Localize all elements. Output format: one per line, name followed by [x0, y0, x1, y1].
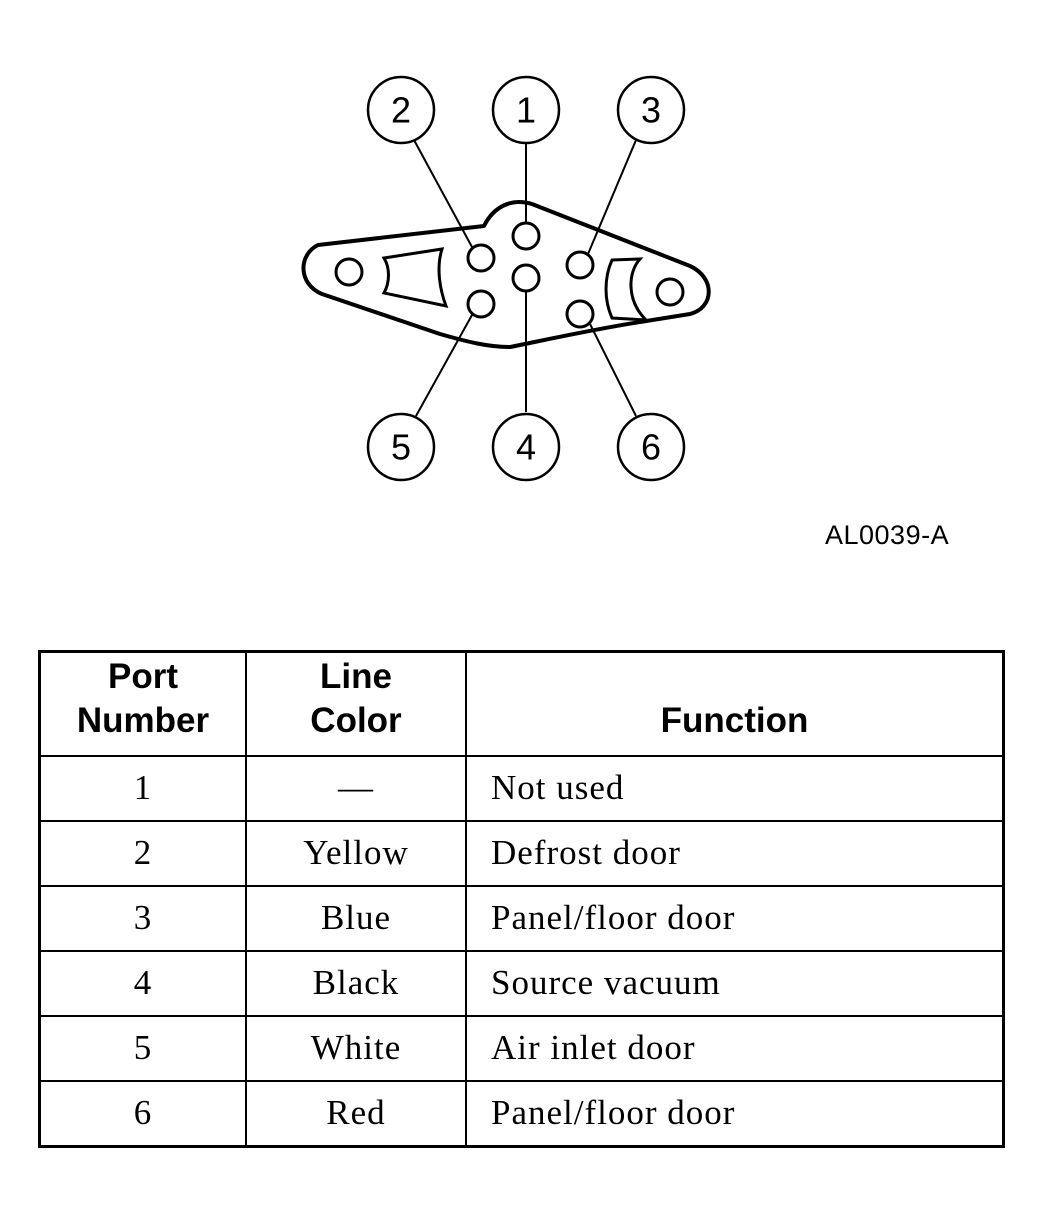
cell-line-color: Blue [245, 884, 467, 952]
cell-line-color: — [245, 754, 467, 822]
leader-line-2 [413, 139, 473, 248]
callout-1-label: 1 [516, 90, 536, 131]
cell-line-color: Yellow [245, 819, 467, 887]
table-row: 6 Red Panel/floor door [38, 1079, 1005, 1147]
table-header-row: Port Number Line Color Function [38, 650, 1005, 757]
header-function: Function [465, 650, 1005, 757]
cell-function: Panel/floor door [465, 1079, 1005, 1147]
cell-line-color: White [245, 1014, 467, 1082]
port-5 [466, 289, 496, 319]
header-port-line1: Port [108, 656, 178, 696]
callout-6-label: 6 [641, 427, 661, 468]
cell-port: 2 [38, 819, 247, 887]
cell-port: 4 [38, 949, 247, 1017]
cell-line-color: Red [245, 1079, 467, 1147]
cell-port: 5 [38, 1014, 247, 1082]
port-3 [565, 250, 595, 280]
leader-line-3 [587, 139, 637, 255]
connector-body [301, 200, 711, 349]
left-recess [381, 247, 449, 309]
callout-4: 4 [491, 412, 561, 482]
port-1 [511, 221, 541, 251]
cell-function: Air inlet door [465, 1014, 1005, 1082]
header-color-line2: Color [310, 700, 402, 740]
port-table: Port Number Line Color Function 1 — Not … [38, 650, 1005, 1148]
header-function-label: Function [660, 700, 809, 740]
right-recess [604, 257, 650, 322]
table-row: 5 White Air inlet door [38, 1014, 1005, 1082]
callout-6: 6 [616, 412, 686, 482]
header-line-color: Line Color [245, 650, 467, 757]
callout-3: 3 [616, 75, 686, 145]
callout-2: 2 [366, 75, 436, 145]
cell-function: Source vacuum [465, 949, 1005, 1017]
header-port-line2: Number [76, 700, 210, 740]
cell-port: 1 [38, 754, 247, 822]
callout-5: 5 [366, 412, 436, 482]
vacuum-connector-diagram: 2 1 3 5 4 6 [301, 75, 711, 482]
callout-2-label: 2 [391, 90, 411, 131]
header-color-line1: Line [320, 656, 392, 696]
table-row: 3 Blue Panel/floor door [38, 884, 1005, 952]
cell-line-color: Black [245, 949, 467, 1017]
cell-function: Defrost door [465, 819, 1005, 887]
cell-function: Not used [465, 754, 1005, 822]
table-row: 2 Yellow Defrost door [38, 819, 1005, 887]
callout-3-label: 3 [641, 90, 661, 131]
port-2 [466, 243, 496, 273]
cell-port: 6 [38, 1079, 247, 1147]
table-row: 4 Black Source vacuum [38, 949, 1005, 1017]
leader-line-5 [415, 314, 473, 417]
mounting-hole-left [334, 257, 364, 287]
callout-5-label: 5 [391, 427, 411, 468]
port-4 [511, 263, 541, 293]
header-port-number: Port Number [38, 650, 247, 757]
callout-4-label: 4 [516, 427, 536, 468]
figure-id: AL0039-A [825, 520, 950, 550]
leader-line-6 [589, 323, 637, 417]
cell-port: 3 [38, 884, 247, 952]
table-row: 1 — Not used [38, 754, 1005, 822]
callout-1: 1 [491, 75, 561, 145]
cell-function: Panel/floor door [465, 884, 1005, 952]
port-6 [565, 299, 595, 329]
mounting-hole-right [655, 277, 685, 307]
